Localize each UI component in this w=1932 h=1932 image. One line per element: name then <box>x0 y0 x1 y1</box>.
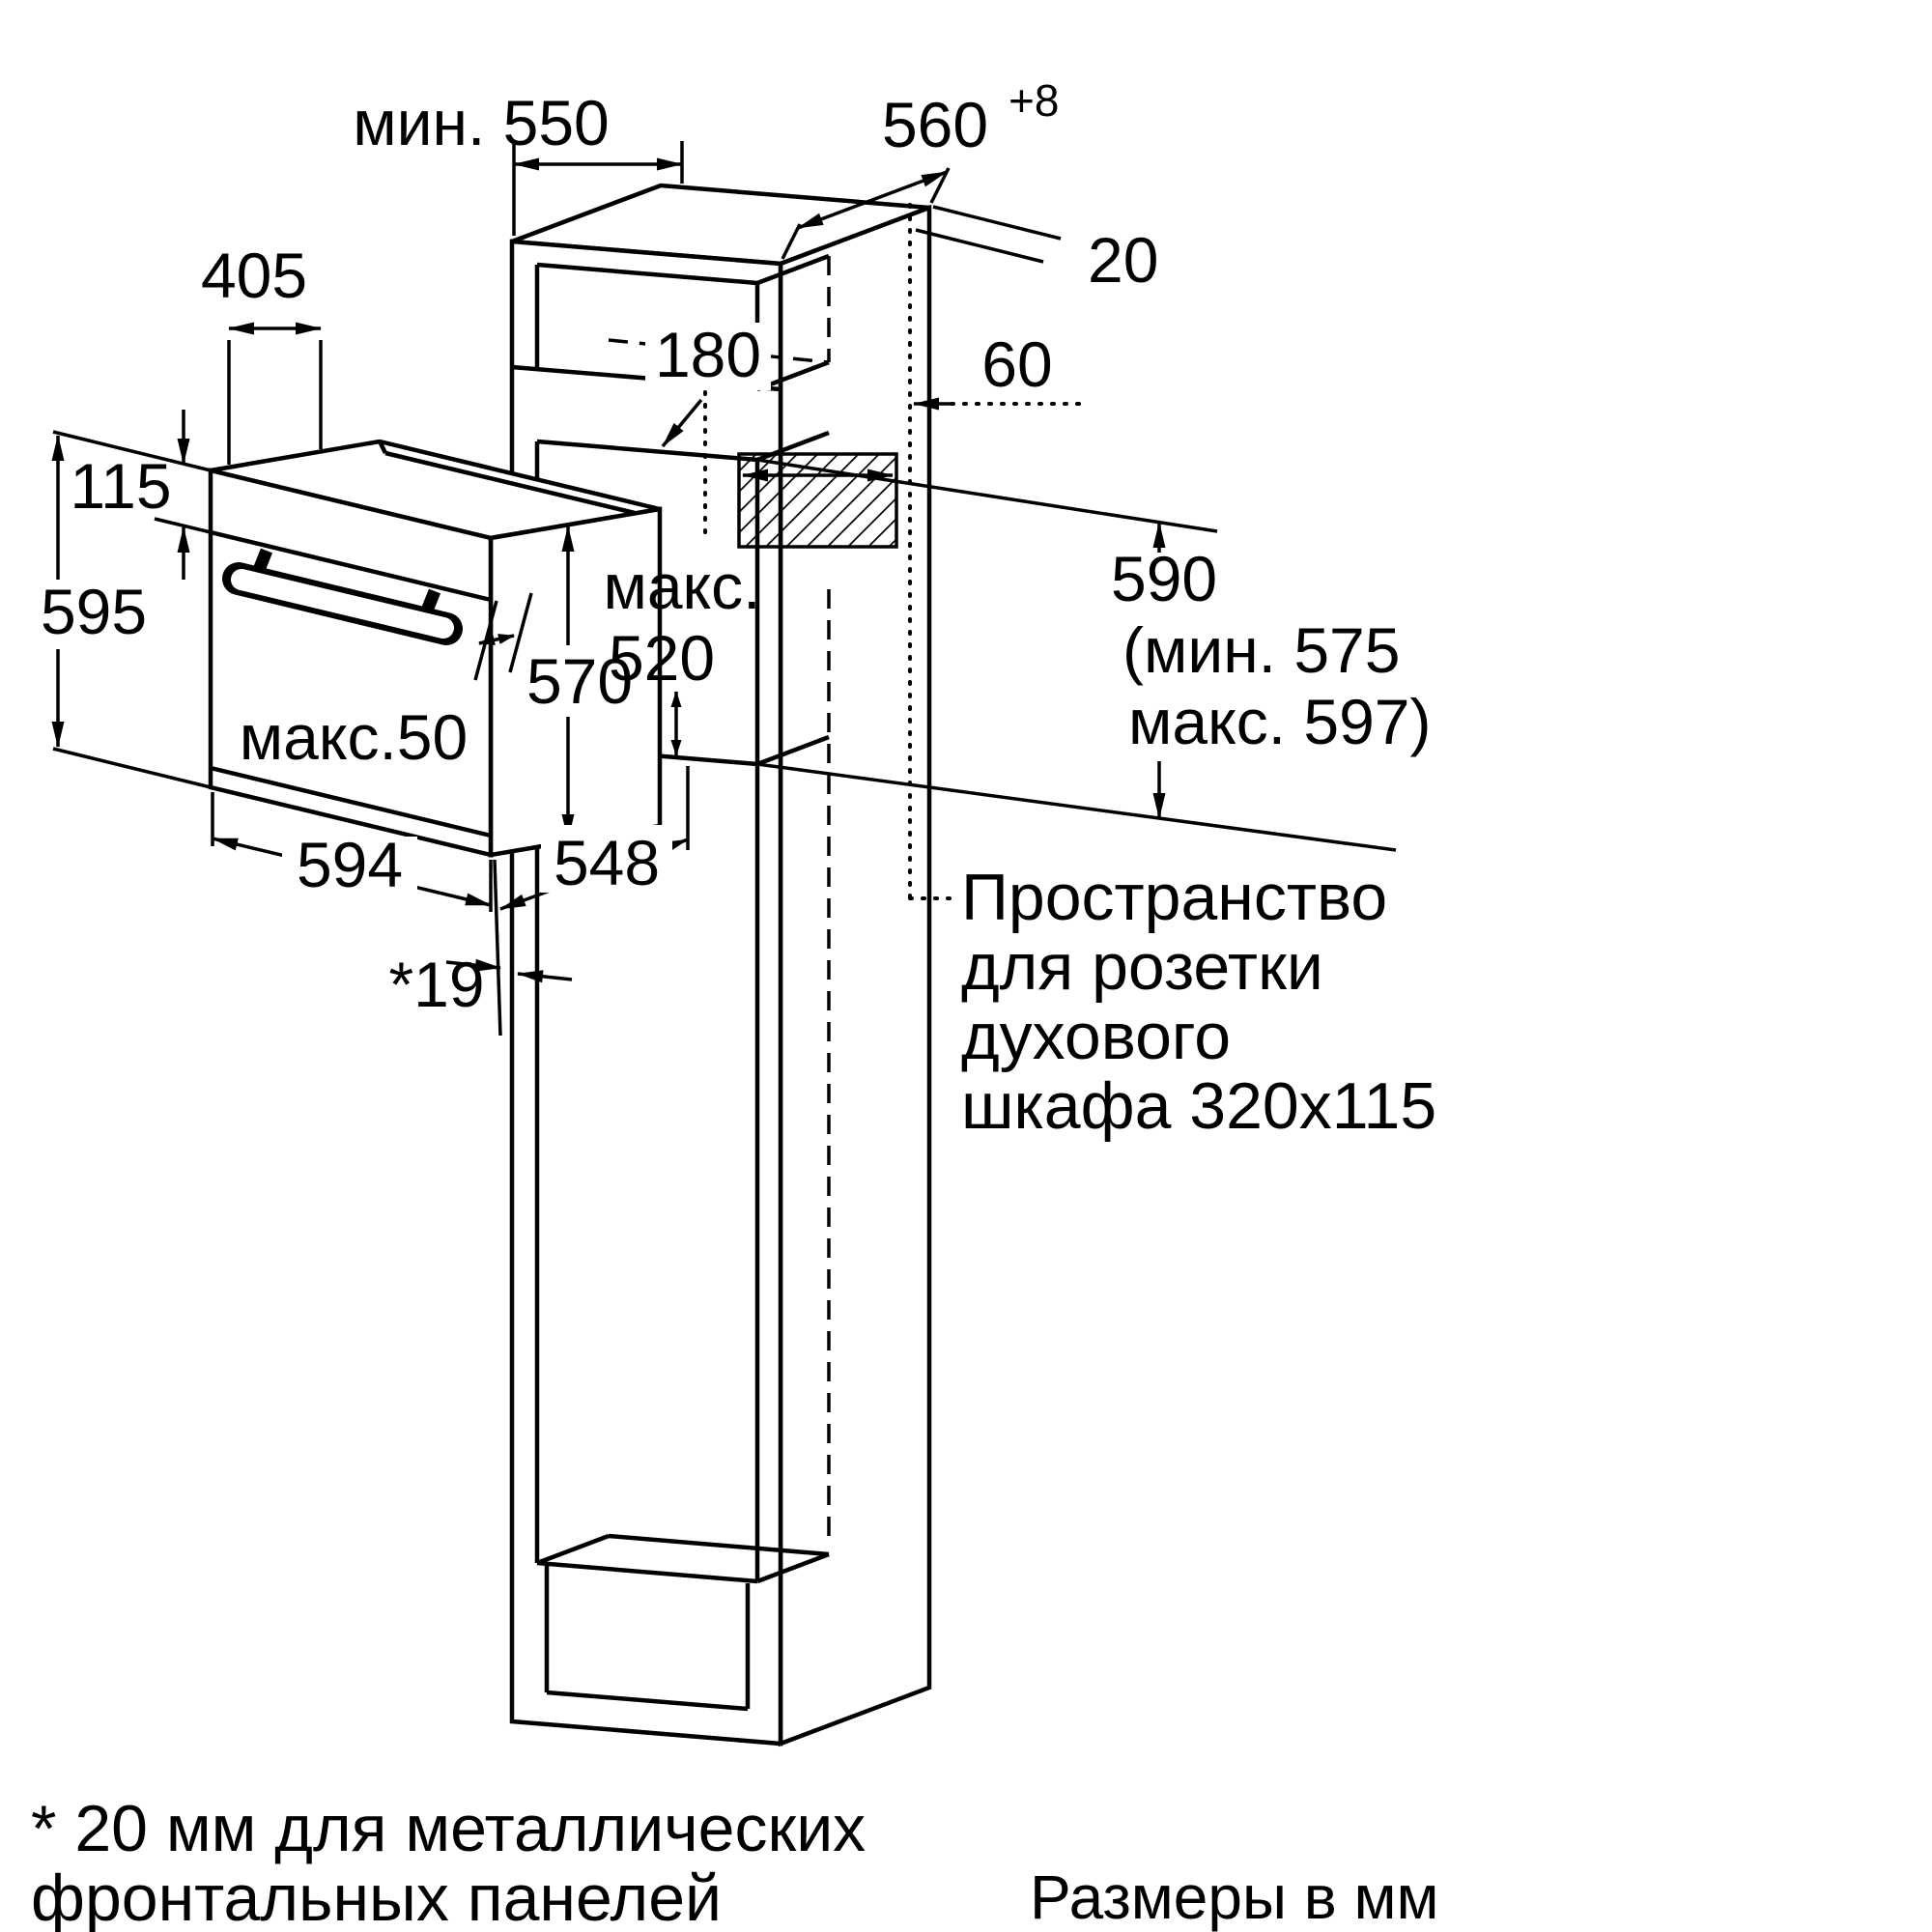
label-niche-width-min: мин. 550 <box>353 87 609 158</box>
label-maks: макс. <box>603 551 760 622</box>
label-gap-19: *19 <box>388 949 484 1020</box>
label-dim-60: 60 <box>981 328 1052 400</box>
label-dim-405: 405 <box>201 240 307 311</box>
socket-note-line-2: для розетки <box>961 930 1323 1004</box>
label-handle-max: макс.50 <box>240 701 468 773</box>
label-niche-depth-tol: +8 <box>1009 75 1059 126</box>
label-dim-180: 180 <box>655 319 761 390</box>
label-oven-width: 594 <box>297 829 403 900</box>
label-backdrops <box>19 323 1403 900</box>
oven-front-face <box>208 468 494 858</box>
label-niche-height-min: (мин. 575 <box>1122 614 1400 686</box>
label-oven-height: 595 <box>41 576 147 647</box>
cabinet-interior-lines <box>511 253 830 1712</box>
socket-note-line-1: Пространство <box>961 861 1387 934</box>
label-control-panel-height: 115 <box>70 450 171 522</box>
units-note: Размеры в мм <box>1030 1862 1439 1932</box>
label-oven-depth: 548 <box>554 827 660 898</box>
label-niche-height-max: макс. 597) <box>1128 686 1431 757</box>
cabinet-right-side-face <box>778 204 932 1747</box>
footnotes: * 20 мм для металлических фронтальных па… <box>31 1792 1439 1932</box>
oven-handle-inner <box>231 569 454 639</box>
oven-detail-lines <box>210 440 636 838</box>
footnote-line-2: фронтальных панелей <box>31 1861 722 1932</box>
label-niche-depth: 560 <box>882 89 988 160</box>
socket-note-line-3: духового <box>961 1000 1231 1073</box>
label-panel-thickness: 20 <box>1088 224 1158 296</box>
footnote-line-1: * 20 мм для металлических <box>31 1792 866 1865</box>
label-dim-520: 520 <box>609 622 715 694</box>
label-niche-height: 590 <box>1111 543 1217 614</box>
socket-note: Пространство для розетки духового шкафа … <box>961 861 1436 1143</box>
socket-space-guides <box>703 203 1084 900</box>
dimension-labels: мин. 550 560 +8 20 405 115 595 180 60 ма… <box>41 75 1432 1020</box>
socket-note-line-4: шкафа 320x115 <box>961 1069 1436 1143</box>
label-dim-570: 570 <box>526 645 633 717</box>
